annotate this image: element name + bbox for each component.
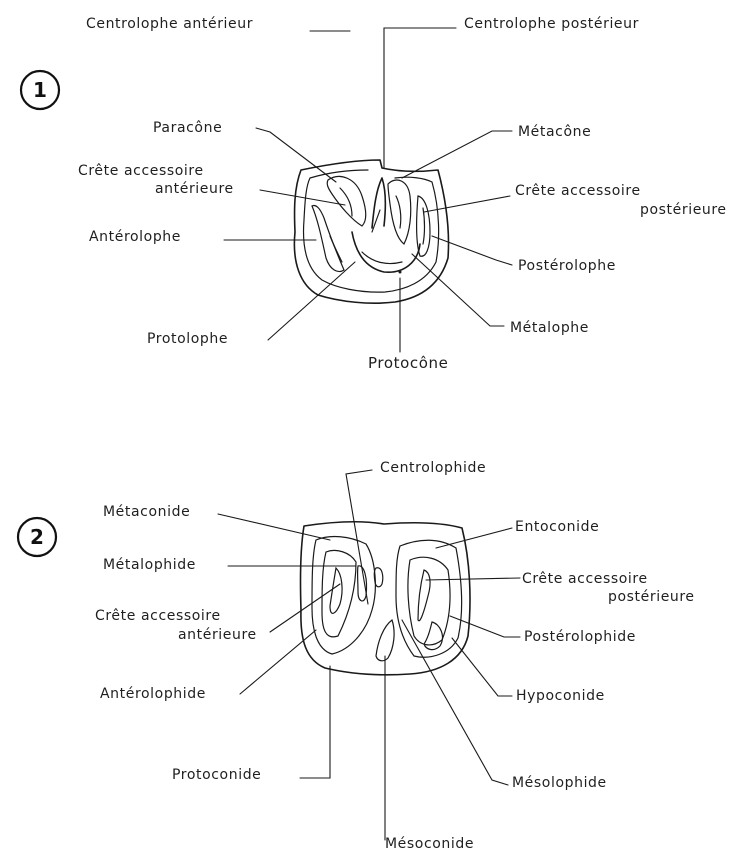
anterolophe-inner <box>330 236 342 262</box>
label-protoconide: Protoconide <box>172 767 261 783</box>
label-crete-accessoire-posterieure-line2: postérieure <box>640 202 727 218</box>
label-mesoconide: Mésoconide <box>385 836 474 852</box>
metacone-inner-fossette <box>396 196 401 228</box>
label-crete-accessoire-posterieure-line1: Crête accessoire <box>515 183 641 199</box>
label-crete-accessoire-anterieure-line1: Crête accessoire <box>78 163 204 179</box>
leader-centrolophe-anterieur <box>310 31 380 232</box>
crete-accessoire-anterieure-fossette-2 <box>330 568 342 613</box>
leader-centrolophe-posterieur <box>384 28 456 168</box>
crete-accessoire-posterieure-loop <box>417 196 430 256</box>
leader-centrolophide <box>346 470 372 604</box>
figure-2-number: 2 <box>30 525 44 549</box>
leader-metaconide <box>218 514 330 540</box>
label-paracone: Paracône <box>153 120 222 136</box>
leader-hypoconide <box>452 638 512 696</box>
label-metacone: Métacône <box>518 124 591 140</box>
metalophe-crest <box>362 252 402 264</box>
label-protolophe: Protolophe <box>147 331 228 347</box>
figure-2-leaders <box>218 470 520 840</box>
label-metalophe: Métalophe <box>510 320 589 336</box>
figure-1-labels: Centrolophe antérieur Centrolophe postér… <box>78 16 727 372</box>
posterolophide-fossette <box>424 622 442 650</box>
upper-molar-inner-outline <box>304 170 439 292</box>
metacone-loop <box>388 180 411 244</box>
label-mesolophide: Mésolophide <box>512 775 607 791</box>
leader-protoconide <box>300 666 330 778</box>
figure-1: 1 <box>21 16 727 372</box>
label-centrolophe-posterieur: Centrolophe postérieur <box>464 16 639 32</box>
upper-molar-outline <box>294 160 448 303</box>
crete-accessoire-posterieure-fossette-2 <box>418 570 430 621</box>
upper-molar-drawing <box>294 160 448 303</box>
label-metaconide: Métaconide <box>103 504 190 520</box>
label-anterolophe: Antérolophe <box>89 229 181 245</box>
label-metalophide: Métalophide <box>103 557 196 573</box>
label-crete-accessoire-posterieure-2-line1: Crête accessoire <box>522 571 648 587</box>
label-hypoconide: Hypoconide <box>516 688 605 704</box>
protocone-dot <box>399 271 402 274</box>
label-crete-accessoire-posterieure-2-line2: postérieure <box>608 589 695 605</box>
leader-crete-accessoire-anterieure <box>260 190 345 205</box>
leader-mesolophide <box>402 620 508 785</box>
metalophide-loop <box>322 550 356 636</box>
label-crete-accessoire-anterieure-line2: antérieure <box>155 181 234 197</box>
label-crete-accessoire-anterieure-2-line1: Crête accessoire <box>95 608 221 624</box>
lower-molar-drawing <box>300 522 470 675</box>
figure-2: 2 <box>18 460 695 852</box>
label-centrolophe-anterieur: Centrolophe antérieur <box>86 16 253 32</box>
label-crete-accessoire-anterieure-2-line2: antérieure <box>178 627 257 643</box>
label-protocone: Protocône <box>368 354 448 372</box>
label-posterolophe: Postérolophe <box>518 258 616 274</box>
figure-2-labels: Centrolophide Métaconide Entoconide Méta… <box>95 460 695 852</box>
leader-entoconide <box>436 528 512 548</box>
anterolophe-fossette <box>312 206 344 272</box>
label-centrolophide: Centrolophide <box>380 460 486 476</box>
centrolophe-shape <box>372 178 385 228</box>
paracone-loop <box>327 177 366 226</box>
label-posterolophide: Postérolophide <box>524 629 636 645</box>
leader-crete-accessoire-posterieure-2 <box>426 578 520 580</box>
crete-accessoire-posterieure-fossette <box>423 208 425 244</box>
label-anterolophide: Antérolophide <box>100 686 206 702</box>
leader-posterolophe <box>432 236 512 265</box>
figure-1-number: 1 <box>33 78 47 102</box>
label-entoconide: Entoconide <box>515 519 599 535</box>
mesoconide-fossette <box>376 620 394 661</box>
